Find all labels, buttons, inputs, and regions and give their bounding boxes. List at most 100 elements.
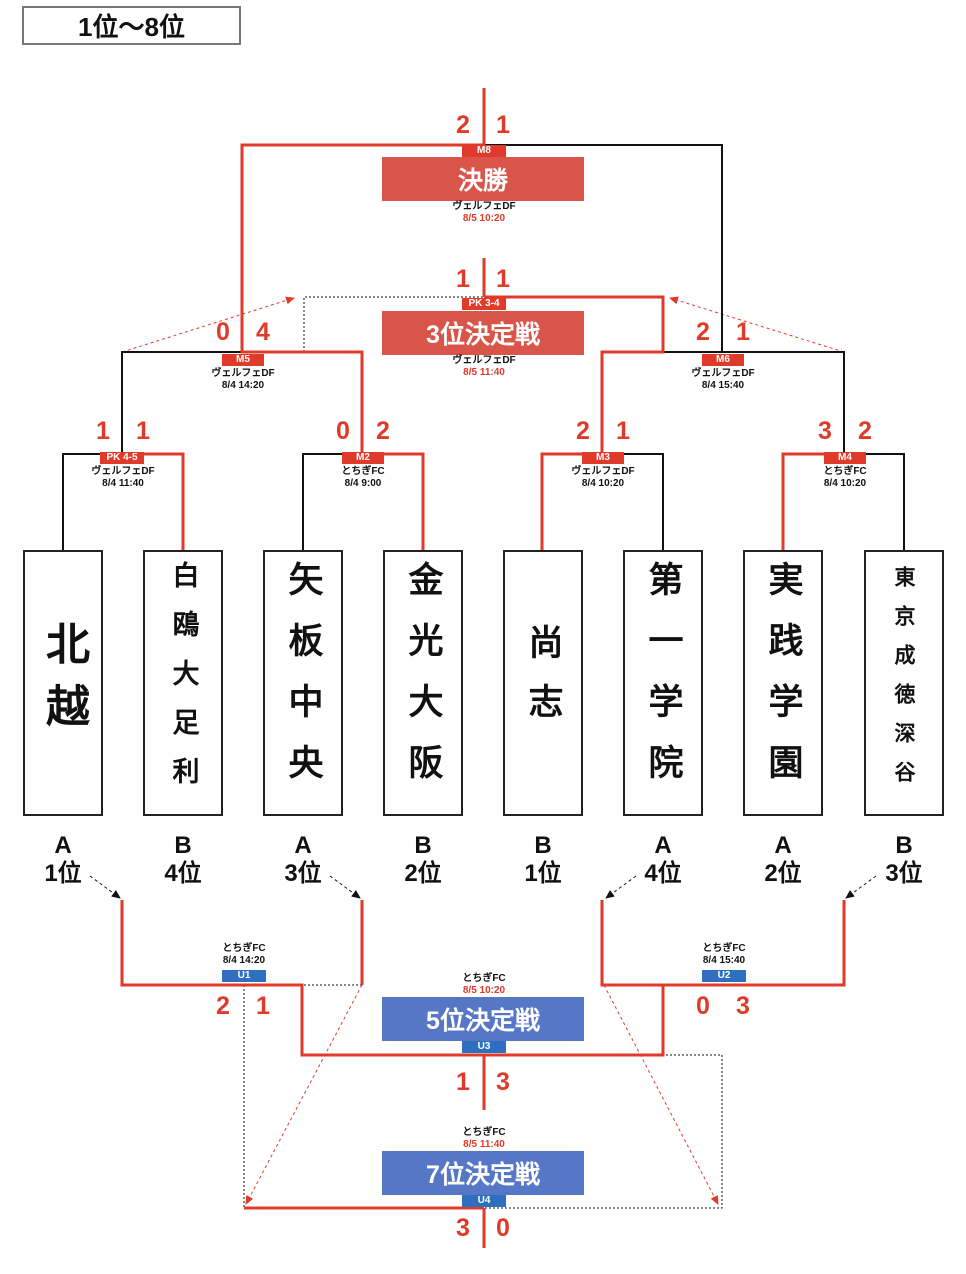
team-box-4: 金光大阪 [383, 550, 463, 816]
score-m4-left: 3 [818, 417, 832, 445]
score-u1-right: 1 [256, 992, 270, 1020]
match-tag-m5: M5 [222, 354, 264, 366]
team-box-6: 第一学院 [623, 550, 703, 816]
seed-rank: 2位 [404, 860, 442, 887]
seed-group: B [534, 832, 552, 859]
score-u3-left: 1 [456, 1068, 470, 1096]
seed-rank: 1位 [524, 860, 562, 887]
match-tag-m7: PK 3-4 [462, 298, 506, 310]
page-title: 1位〜8位 [22, 6, 241, 45]
score-m1-left: 1 [96, 417, 110, 445]
red-arrow-routes [121, 296, 845, 1205]
score-u3-right: 3 [496, 1068, 510, 1096]
match-tag-u4: U4 [462, 1195, 506, 1207]
team-box-5: 尚志 [503, 550, 583, 816]
venue: ヴェルフェDF [452, 355, 516, 366]
team-name: 白鴎大足利 [167, 560, 199, 806]
venue: ヴェルフェDF [452, 201, 516, 212]
fifth-place-title: 5位決定戦 [382, 997, 584, 1041]
seed-rank: 4位 [644, 860, 682, 887]
datetime: 8/5 11:40 [463, 367, 505, 378]
match-tag-m4: M4 [824, 452, 866, 464]
seed-rank: 2位 [764, 860, 802, 887]
black-arrow-routes [89, 875, 877, 899]
datetime: 8/5 11:40 [463, 1139, 505, 1150]
datetime: 8/5 10:20 [462, 213, 506, 224]
seventh-place-title: 7位決定戦 [382, 1151, 584, 1195]
team-name: 東京成徳深谷 [892, 566, 916, 800]
match-tag-u3: U3 [462, 1041, 506, 1053]
score-m2-right: 2 [376, 417, 390, 445]
venue: ヴェルフェDF [691, 368, 755, 379]
seed-rank: 3位 [284, 860, 322, 887]
venue: とちぎFC [462, 973, 506, 984]
team-box-8: 東京成徳深谷 [864, 550, 944, 816]
seed-rank: 4位 [164, 860, 202, 887]
team-box-7: 実践学園 [743, 550, 823, 816]
venue: ヴェルフェDF [91, 466, 155, 477]
team-name: 矢板中央 [282, 561, 323, 805]
venue: ヴェルフェDF [211, 368, 275, 379]
datetime: 8/4 9:00 [344, 478, 382, 489]
seed-rank: 3位 [885, 860, 923, 887]
venue: とちぎFC [462, 1127, 506, 1138]
team-box-3: 矢板中央 [263, 550, 343, 816]
score-m1-right: 1 [136, 417, 150, 445]
score-m6-right: 1 [736, 318, 750, 346]
venue: とちぎFC [341, 466, 385, 477]
score-u4-right: 0 [496, 1214, 510, 1242]
score-m6-left: 2 [696, 318, 710, 346]
final-title: 決勝 [382, 157, 584, 201]
team-box-2: 白鴎大足利 [143, 550, 223, 816]
score-m5-left: 0 [216, 318, 230, 346]
seed-rank: 1位 [44, 860, 82, 887]
datetime: 8/4 11:40 [102, 478, 144, 489]
winner-lines [120, 88, 846, 1248]
team-box-1: 北越 [23, 550, 103, 816]
seed-group: B [174, 832, 192, 859]
seed-group: A [54, 832, 72, 859]
venue: とちぎFC [702, 943, 746, 954]
score-m8-right: 1 [496, 111, 510, 139]
datetime: 8/4 15:40 [701, 380, 745, 391]
score-u2-right: 3 [736, 992, 750, 1020]
third-place-title: 3位決定戦 [382, 311, 584, 355]
venue: とちぎFC [222, 943, 266, 954]
seed-group: B [414, 832, 432, 859]
match-tag-m8: M8 [462, 145, 506, 157]
team-name: 北越 [38, 621, 89, 745]
venue: ヴェルフェDF [571, 466, 635, 477]
seed-group: A [774, 832, 792, 859]
seed-group: B [895, 832, 913, 859]
datetime: 8/5 10:20 [462, 985, 506, 996]
score-m7-right: 1 [496, 265, 510, 293]
score-u1-left: 2 [216, 992, 230, 1020]
match-tag-m3: M3 [582, 452, 624, 464]
match-tag-m2: M2 [342, 452, 384, 464]
datetime: 8/4 14:20 [221, 380, 265, 391]
datetime: 8/4 15:40 [702, 955, 746, 966]
seed-group: A [654, 832, 672, 859]
team-name: 実践学園 [762, 561, 803, 805]
score-m3-right: 1 [616, 417, 630, 445]
score-m7-left: 1 [456, 265, 470, 293]
team-name: 第一学院 [642, 561, 683, 805]
